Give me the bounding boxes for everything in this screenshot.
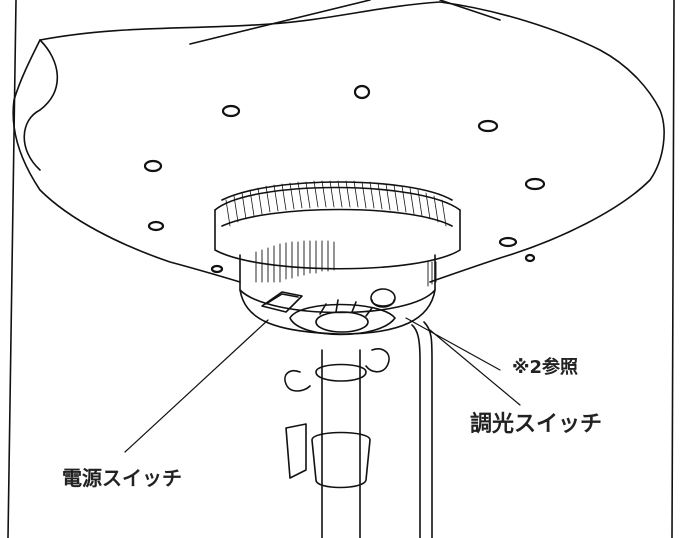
stand-pole [284,348,390,538]
reflector-rim [23,39,59,171]
reference-note-label: ※2参照 [512,357,579,378]
rivet-holes [143,84,546,274]
reflector-shade [12,1,665,283]
knurled-ring [214,180,461,270]
dimmer-switch-label: 調光スイッチ [470,412,603,437]
power-switch-label: 電源スイッチ [62,466,182,490]
mounting-hub [289,299,396,336]
dimmer-knob-graphic [370,288,396,308]
power-cable [411,321,433,538]
callout-leader-lines [124,317,521,453]
power-switch-graphic [261,291,303,313]
lamp-housing [239,240,437,335]
